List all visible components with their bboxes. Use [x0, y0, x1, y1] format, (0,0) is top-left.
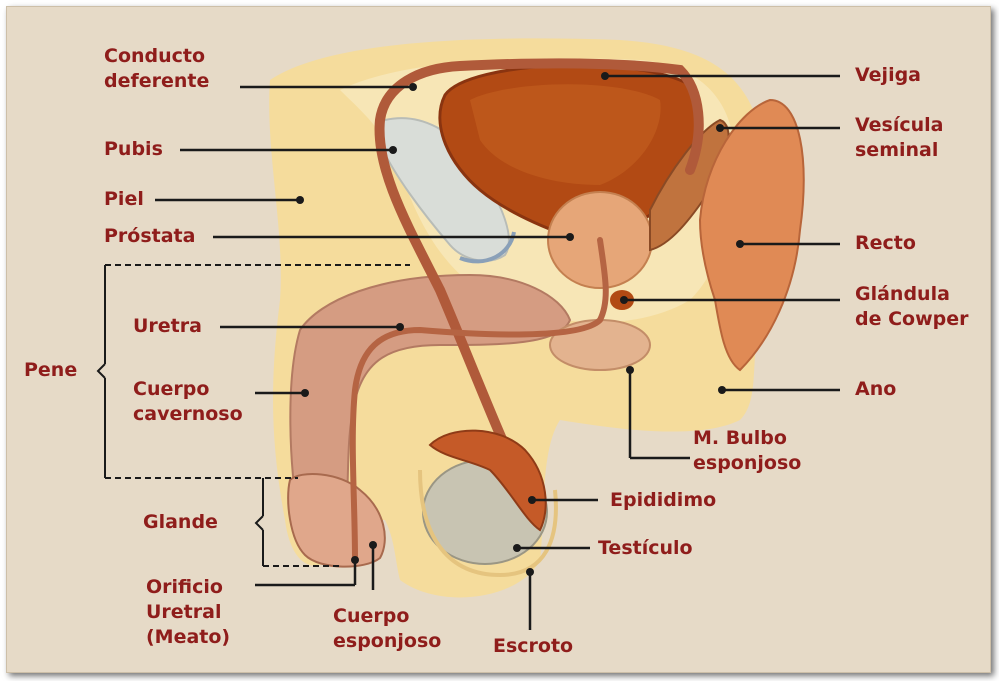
- dot-piel: [296, 196, 304, 204]
- label-line: Orificio: [146, 575, 230, 600]
- bulb-spongiosum: [550, 320, 650, 370]
- dot-ano: [718, 386, 726, 394]
- dot-cuerpo-cavernoso: [301, 389, 309, 397]
- label-line: Conducto: [104, 44, 209, 69]
- label-line: Vesícula: [855, 113, 944, 138]
- label-escroto: Escroto: [493, 634, 573, 659]
- label-cuerpo-esponjoso: Cuerpo esponjoso: [333, 604, 441, 654]
- dot-testiculo: [513, 544, 521, 552]
- label-line: de Cowper: [855, 307, 969, 332]
- dot-vejiga: [601, 72, 609, 80]
- dot-m-bulbo: [626, 366, 634, 374]
- label-line: esponjoso: [693, 451, 801, 476]
- dot-glandula-cowper: [620, 296, 628, 304]
- label-testiculo: Testículo: [598, 536, 693, 561]
- dot-orificio-uretral: [351, 556, 359, 564]
- label-prostata: Próstata: [104, 224, 195, 249]
- dot-escroto: [526, 568, 534, 576]
- label-glandula-cowper: Glándula de Cowper: [855, 282, 969, 332]
- label-line: M. Bulbo: [693, 426, 801, 451]
- dot-epididimo: [528, 496, 536, 504]
- label-pene: Pene: [24, 358, 77, 383]
- label-line: Glándula: [855, 282, 969, 307]
- label-orificio-uretral: Orificio Uretral (Meato): [146, 575, 230, 650]
- dot-vesicula-seminal: [716, 124, 724, 132]
- pene-bracket-tip: [98, 364, 105, 378]
- dot-pubis: [389, 146, 397, 154]
- dot-uretra: [396, 323, 404, 331]
- dot-conducto-deferente: [409, 83, 417, 91]
- label-recto: Recto: [855, 231, 916, 256]
- dot-cuerpo-esponjoso: [369, 541, 377, 549]
- label-line: deferente: [104, 69, 209, 94]
- label-glande: Glande: [143, 510, 218, 535]
- label-line: seminal: [855, 138, 944, 163]
- label-m-bulbo-esponjoso: M. Bulbo esponjoso: [693, 426, 801, 476]
- label-line: cavernoso: [133, 402, 243, 427]
- dot-recto: [736, 240, 744, 248]
- label-vejiga: Vejiga: [855, 63, 921, 88]
- label-pubis: Pubis: [104, 137, 163, 162]
- label-line: Cuerpo: [133, 377, 243, 402]
- label-cuerpo-cavernoso: Cuerpo cavernoso: [133, 377, 243, 427]
- label-ano: Ano: [855, 377, 896, 402]
- label-piel: Piel: [104, 187, 144, 212]
- label-line: Cuerpo: [333, 604, 441, 629]
- dot-prostata: [566, 233, 574, 241]
- label-epididimo: Epididimo: [610, 488, 716, 513]
- label-line: esponjoso: [333, 629, 441, 654]
- label-conducto-deferente: Conducto deferente: [104, 44, 209, 94]
- label-uretra: Uretra: [133, 314, 202, 339]
- label-line: (Meato): [146, 625, 230, 650]
- label-line: Uretral: [146, 600, 230, 625]
- label-vesicula-seminal: Vesícula seminal: [855, 113, 944, 163]
- glande-bracket-tip: [256, 516, 263, 530]
